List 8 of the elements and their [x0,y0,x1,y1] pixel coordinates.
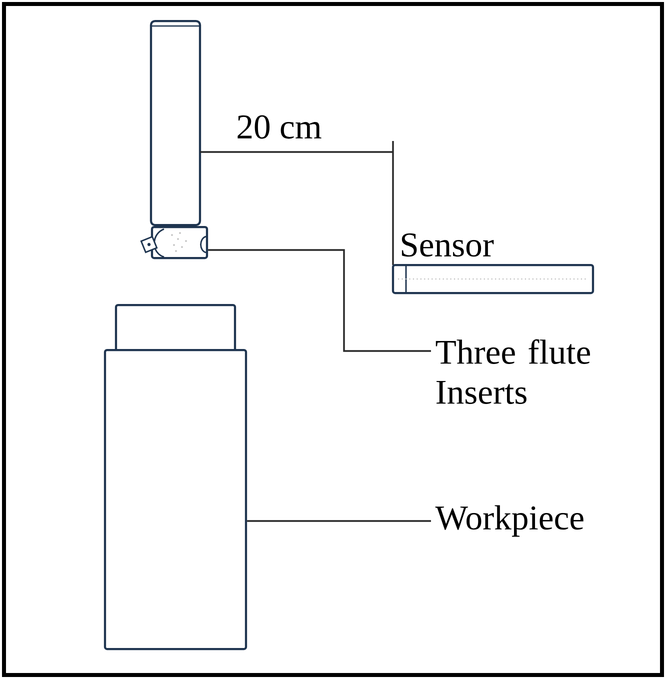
leader-line [208,249,431,352]
sensor-label: Sensor [402,233,494,257]
leader-line [247,520,431,522]
workpiece-block [104,304,248,650]
part-label: Workpiece [435,505,584,537]
part-label: Three flute Inserts [436,339,590,404]
dimension-label: 20 cm [238,115,322,139]
cutter-head [140,226,208,260]
